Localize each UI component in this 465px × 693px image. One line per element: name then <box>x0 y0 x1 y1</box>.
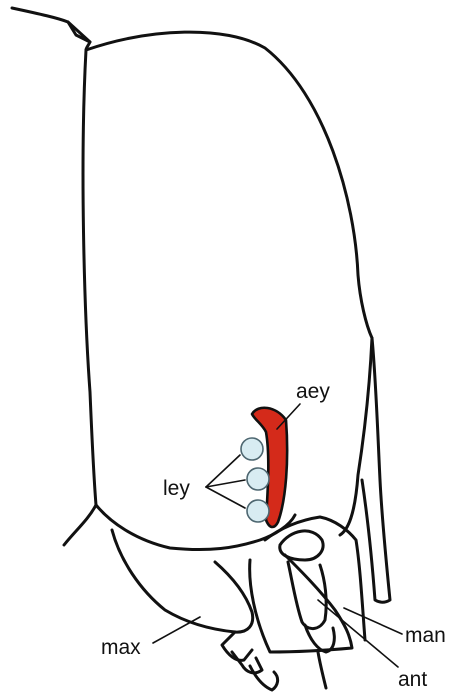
occipital-margin <box>12 8 90 50</box>
ant-leader <box>318 600 398 667</box>
label-ley: ley <box>163 477 190 500</box>
label-aey: aey <box>296 380 330 403</box>
genal-margin <box>64 505 96 545</box>
label-man: man <box>405 624 446 647</box>
maxilla <box>112 530 278 690</box>
head-left-border <box>83 50 96 505</box>
lateral-eye-3 <box>247 500 269 522</box>
antenna <box>280 531 335 688</box>
ley-leader-3 <box>206 487 245 508</box>
label-ant: ant <box>398 668 427 691</box>
antennal-base <box>265 517 365 640</box>
max-leader <box>153 617 200 643</box>
lateral-eye-1 <box>241 438 263 460</box>
label-max: max <box>101 636 141 659</box>
head-capsule-outline <box>86 32 372 535</box>
lateral-eye-2 <box>247 468 269 490</box>
mandible-outline <box>250 555 352 652</box>
dorsal-rim <box>362 338 390 602</box>
